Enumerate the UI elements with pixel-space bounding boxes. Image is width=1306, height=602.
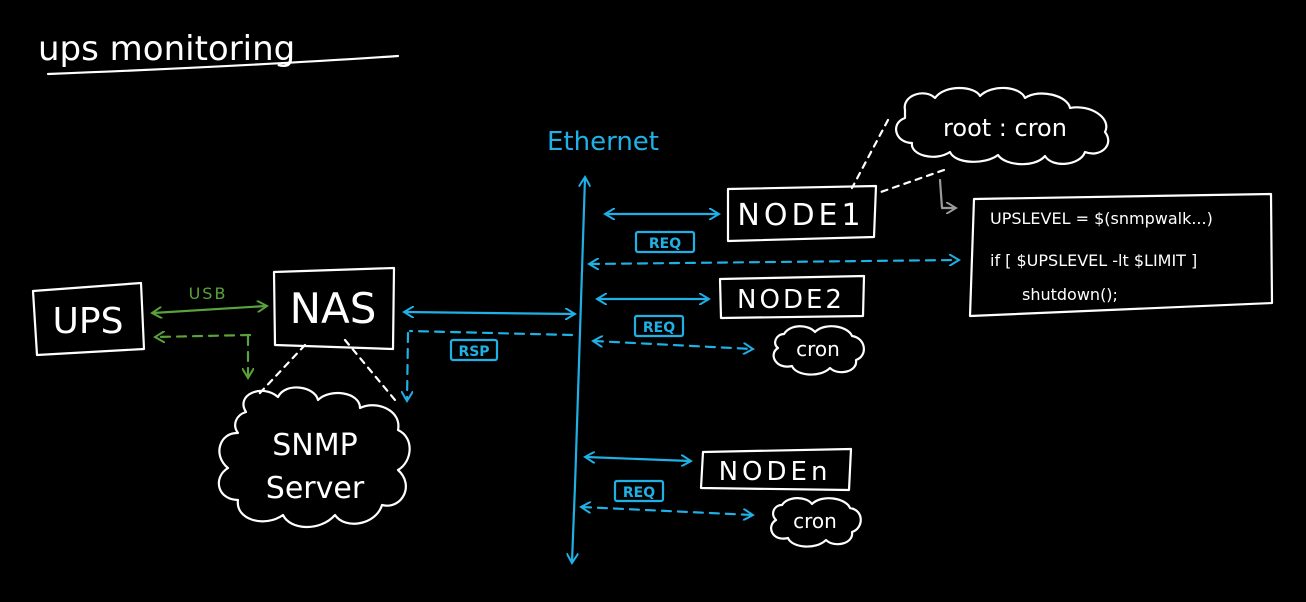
node1: NODE1	[726, 184, 878, 243]
title-underline	[46, 54, 400, 76]
cronn-cloud: cron	[770, 497, 862, 548]
rsp-badge: RSP	[458, 344, 489, 360]
ethernet-bus: Ethernet	[547, 127, 659, 562]
ups-label: UPS	[53, 301, 124, 342]
noden-link: REQ	[582, 457, 752, 515]
node1-link: REQ	[590, 214, 958, 264]
cron2-label: cron	[796, 337, 840, 361]
usb-label: USB	[189, 284, 228, 303]
reqn-badge: REQ	[623, 485, 655, 501]
script-line3: shutdown();	[1022, 285, 1118, 304]
req2-badge: REQ	[643, 320, 675, 336]
diagram-title: ups monitoring	[38, 29, 295, 69]
nas-label: NAS	[290, 284, 377, 333]
node2: NODE2	[718, 274, 866, 320]
script-line1: UPSLEVEL = $(snmpwalk...)	[990, 209, 1213, 228]
nas-ethernet-link: RSP	[405, 312, 574, 400]
snmp-label: SNMP	[272, 428, 357, 463]
noden-label: NODEn	[719, 457, 832, 487]
server-label: Server	[266, 471, 365, 506]
node1-label: NODE1	[737, 198, 864, 233]
req1-badge: REQ	[649, 236, 681, 252]
usb-link: USB	[153, 284, 266, 377]
nas-node: NAS	[272, 266, 396, 351]
root-cron-cloud: root : cron	[895, 86, 1110, 166]
node2-label: NODE2	[737, 285, 845, 315]
root-cron-label: root : cron	[943, 114, 1067, 142]
noden: NODEn	[699, 447, 853, 492]
ups-node: UPS	[31, 281, 146, 357]
script-line2: if [ $UPSLEVEL -lt $LIMIT ]	[990, 251, 1197, 270]
cron2-cloud: cron	[772, 325, 865, 376]
cronn-label: cron	[793, 509, 837, 533]
script-box: UPSLEVEL = $(snmpwalk...) if [ $UPSLEVEL…	[968, 192, 1274, 318]
snmp-server-cloud: SNMP Server	[217, 386, 411, 529]
ethernet-label: Ethernet	[547, 127, 659, 157]
node2-link: REQ	[594, 299, 752, 349]
